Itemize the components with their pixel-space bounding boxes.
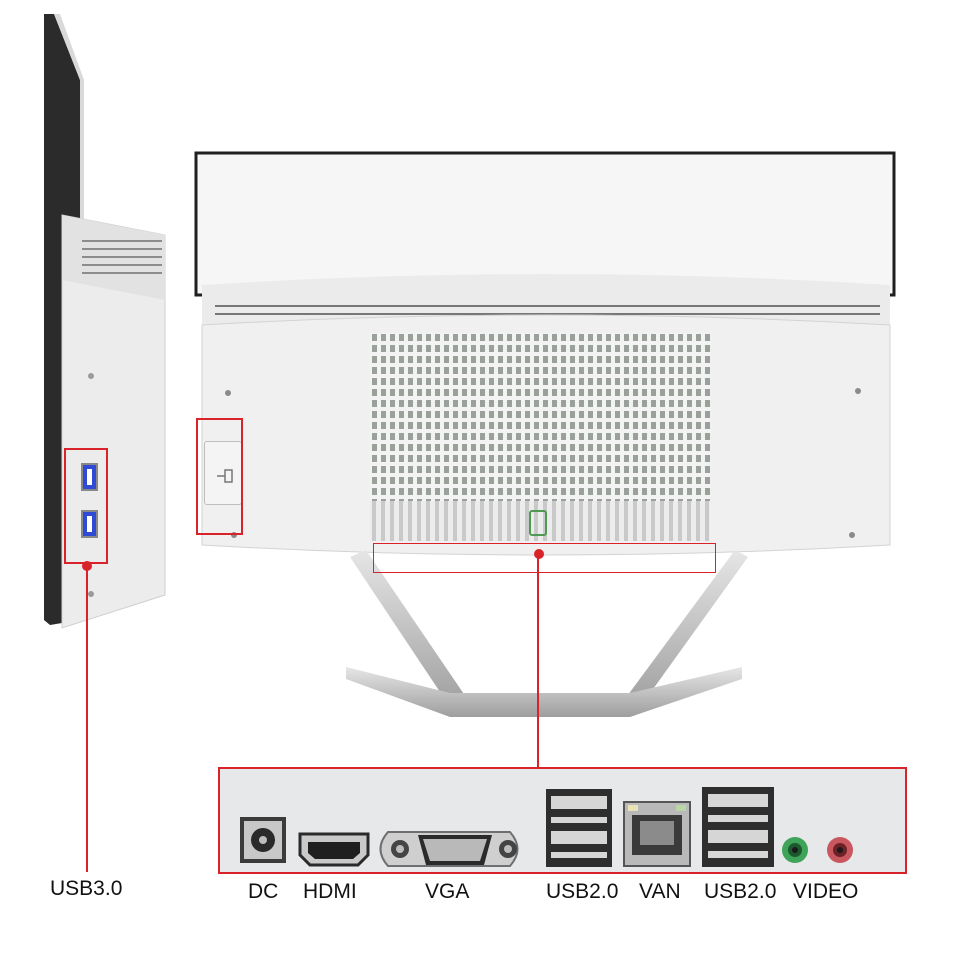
usb20-label-b: USB2.0 xyxy=(704,880,777,903)
usb2-port-icon xyxy=(546,789,612,867)
audio-jack-icon xyxy=(827,837,853,863)
dc-label: DC xyxy=(248,880,279,903)
rear-ports-callout-box xyxy=(373,543,716,573)
video-label: VIDEO xyxy=(793,880,859,903)
usb3-port-icon xyxy=(81,463,98,491)
hdmi-label: HDMI xyxy=(303,880,357,903)
usb2-port-icon xyxy=(702,787,774,867)
van-label: VAN xyxy=(639,880,681,903)
rear-callout-line xyxy=(537,553,539,768)
side-port-callout-box xyxy=(196,418,243,535)
usb20-label-a: USB2.0 xyxy=(546,880,619,903)
rear-view-monitor xyxy=(194,151,896,717)
usb3-callout-box xyxy=(64,448,108,564)
usb30-label: USB3.0 xyxy=(50,877,123,900)
rear-callout-dot xyxy=(534,549,544,559)
port-panel xyxy=(240,787,853,867)
usb3-callout-line xyxy=(86,566,88,872)
vga-port-icon xyxy=(379,831,519,867)
dc-jack-icon xyxy=(240,817,286,863)
vga-label: VGA xyxy=(425,880,470,903)
hdmi-port-icon xyxy=(298,832,370,867)
ethernet-port-icon xyxy=(623,801,691,867)
usb3-port-icon xyxy=(81,510,98,538)
audio-jack-icon xyxy=(782,837,808,863)
